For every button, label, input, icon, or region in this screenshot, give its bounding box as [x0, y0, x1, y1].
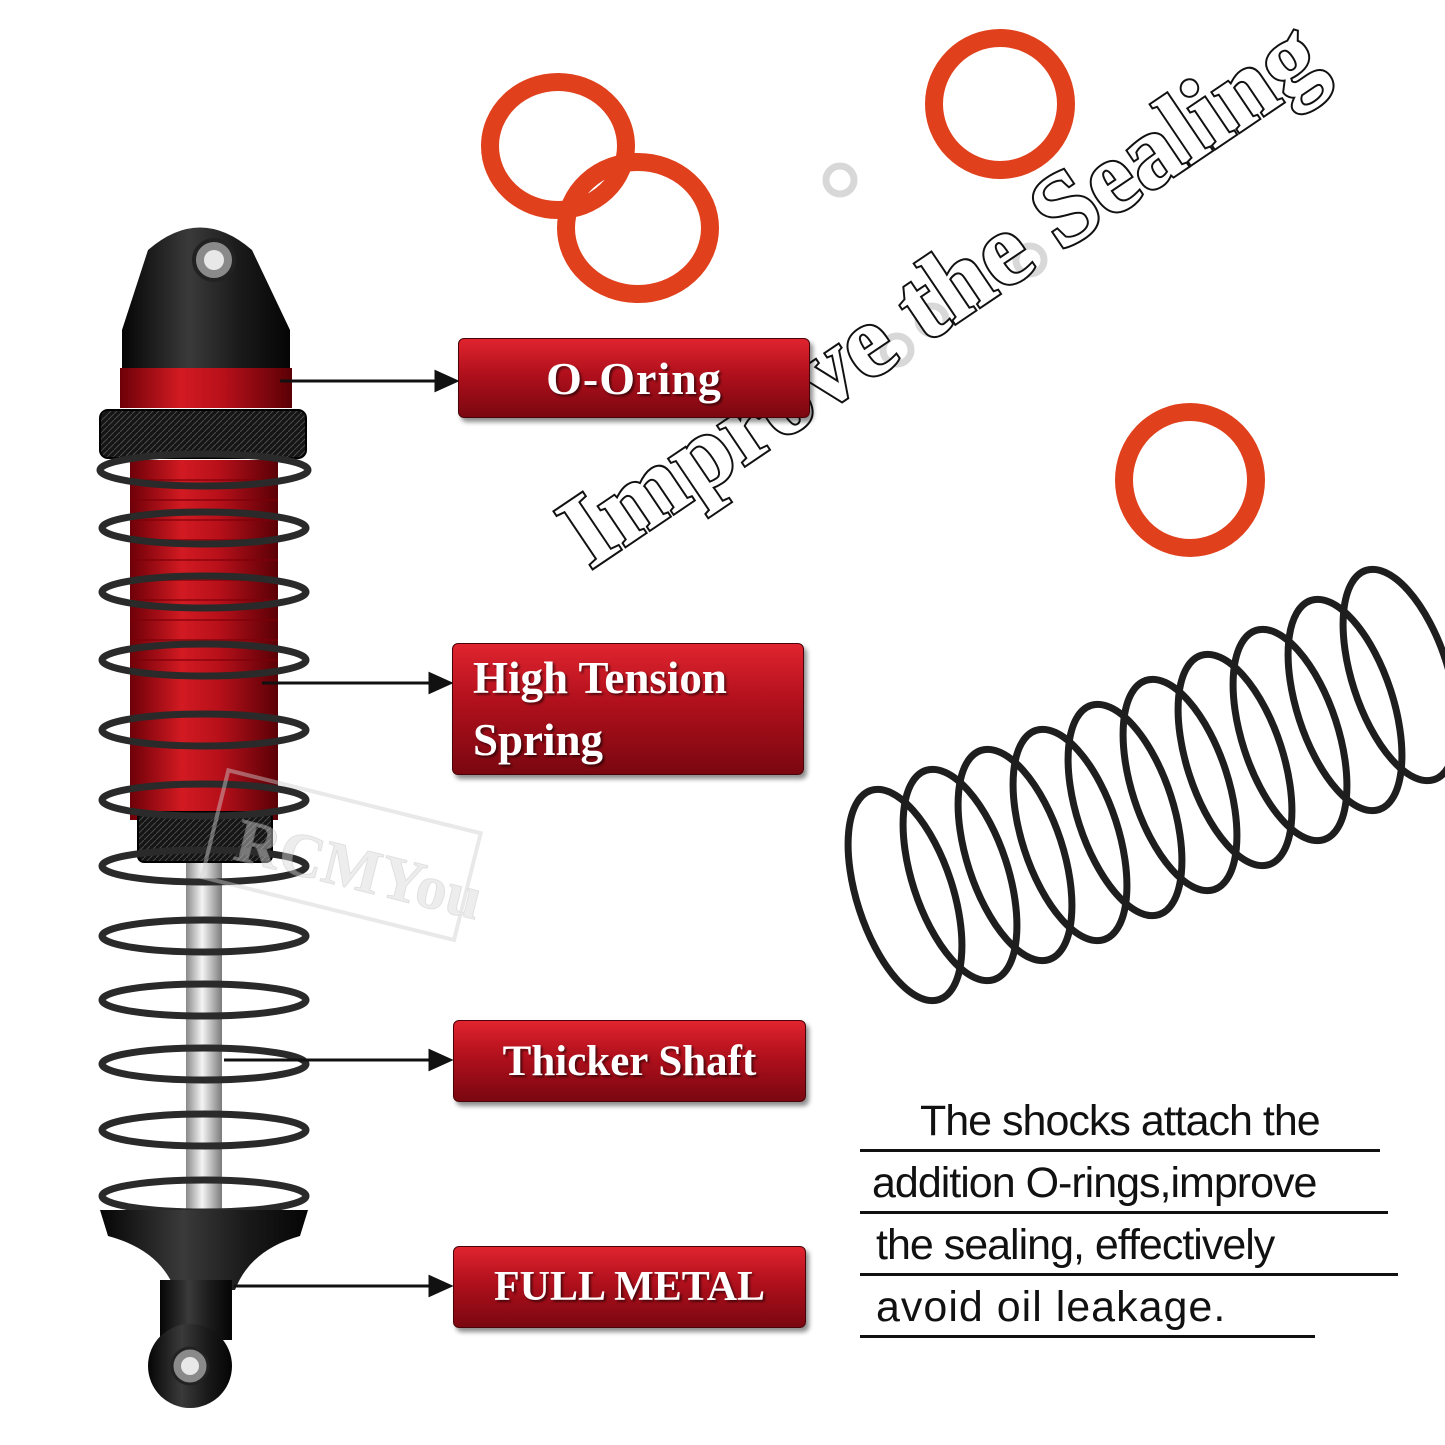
label-metal-text: FULL METAL — [493, 1264, 766, 1310]
label-o-ring-text: O-Oring — [546, 352, 722, 404]
small-washers — [822, 162, 1048, 368]
o-rings — [481, 29, 1265, 557]
label-spring-line1: High Tension — [473, 653, 727, 703]
label-o-ring: O-Oring — [458, 338, 810, 418]
label-thicker-shaft: Thicker Shaft — [453, 1020, 806, 1102]
o-ring-1 — [481, 73, 635, 219]
o-ring-3 — [925, 29, 1075, 179]
description-line-3: the sealing, effectively — [860, 1214, 1398, 1276]
label-high-tension-spring: High Tension Spring — [452, 643, 804, 775]
label-spring-line2: Spring — [473, 715, 604, 765]
o-ring-4 — [1115, 403, 1265, 557]
shock-spring — [96, 450, 312, 1216]
top-cap — [122, 227, 290, 370]
bottom-cup — [100, 1210, 308, 1290]
large-spring — [844, 565, 1445, 1005]
description-line-2: addition O-rings,improve — [860, 1152, 1388, 1214]
label-shaft-text: Thicker Shaft — [502, 1037, 757, 1085]
o-ring-2 — [557, 153, 719, 303]
callout-arrows — [224, 369, 460, 1298]
shock-absorber — [96, 227, 312, 1408]
description-line-4: avoid oil leakage. — [860, 1276, 1315, 1338]
description-line-1: The shocks attach the — [860, 1090, 1380, 1152]
top-collar — [99, 409, 307, 459]
shock-shaft — [186, 860, 222, 1220]
label-full-metal: FULL METAL — [453, 1246, 806, 1328]
